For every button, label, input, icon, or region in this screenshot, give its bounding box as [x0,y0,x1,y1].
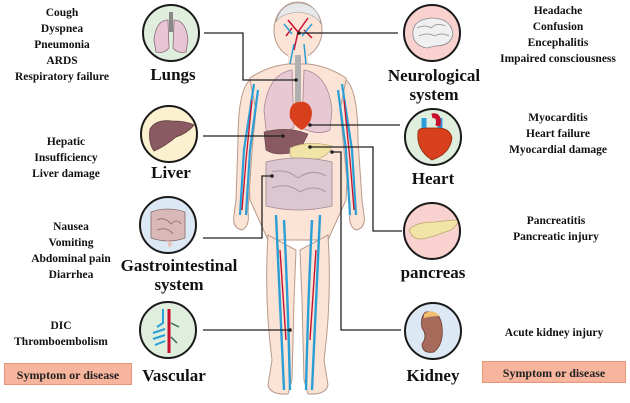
heart-circle [404,108,462,166]
liver-label: Liver [151,163,191,182]
pancreas-label: pancreas [400,263,466,282]
gastrointestinal-label: Gastrointestinal system [120,256,238,294]
gastrointestinal-circle [139,196,197,254]
intestines-icon [150,208,186,248]
neurological-circle [403,4,461,62]
pancreas-icon [408,219,459,240]
kidney-icon [421,311,443,353]
kidney-label: Kidney [406,366,460,385]
blood-vessels-icon [152,309,180,353]
liver-symptoms: Hepatic Insufficiency Liver damage [32,136,100,180]
vascular-symptoms: DIC Thromboembolism [14,320,108,348]
heart-icon [417,113,453,161]
kidney-circle [404,302,462,360]
pancreas-circle [403,202,461,260]
legend-left: Symptom or disease [4,363,132,385]
neurological-symptoms: Headache Confusion Encephalitis Impaired… [500,5,616,65]
lungs-circle [142,4,200,62]
lungs-label: Lungs [150,65,196,84]
heart-label: Heart [411,169,455,188]
human-body-figure [233,1,365,395]
brain-icon [412,17,454,49]
legend-right: Symptom or disease [482,361,626,383]
vascular-circle [139,301,197,359]
liver-icon [149,120,195,152]
kidney-symptoms: Acute kidney injury [504,327,604,339]
liver-circle [140,105,198,163]
lungs-symptoms: Cough Dyspnea Pneumonia ARDS Respiratory… [14,7,109,83]
vascular-label: Vascular [142,366,206,385]
gastrointestinal-symptoms: Nausea Vomiting Abdominal pain Diarrhea [31,221,111,281]
heart-symptoms: Myocarditis Heart failure Myocardial dam… [508,112,608,156]
neurological-label: Neurological system [387,66,481,104]
lungs-icon [153,12,189,53]
pancreas-symptoms: Pancreatitis Pancreatic injury [513,215,599,243]
